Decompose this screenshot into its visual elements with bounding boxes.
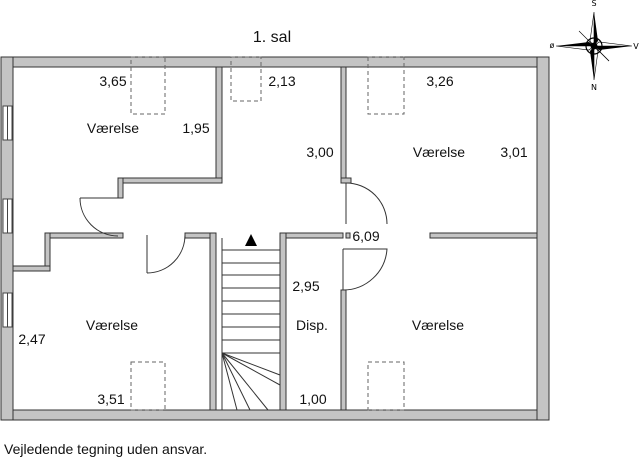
dimension-stair-side: 2,95 (292, 278, 319, 294)
dimension-top-right-c: 3,00 (306, 144, 333, 160)
compass-label-v: V (633, 42, 639, 51)
skylights (130, 56, 405, 411)
dimension-bottom-left-a: 2,47 (18, 331, 45, 347)
compass-label-o: ø (550, 41, 555, 50)
dimension-top-left-b: 1,95 (182, 120, 209, 136)
dimension-top-right-a: 3,26 (426, 73, 453, 89)
room-name-bottom-left: Værelse (86, 317, 138, 333)
compass-label-n: N (591, 83, 597, 92)
compass-label-s: S (591, 0, 596, 8)
staircase (221, 238, 281, 411)
floor-title: 1. sal (253, 29, 291, 46)
room-name-bottom-right: Værelse (412, 317, 464, 333)
dimension-top-mid: 2,13 (268, 73, 295, 89)
room-name-disp: Disp. (296, 317, 328, 333)
interior-walls (12, 66, 538, 411)
dimension-disp: 1,00 (299, 391, 326, 407)
door-swings (79, 182, 388, 291)
dimension-top-right-b: 3,01 (500, 144, 527, 160)
dimension-hall: 6,09 (352, 228, 379, 244)
room-name-top-left: Værelse (87, 120, 139, 136)
room-name-top-right: Værelse (413, 144, 465, 160)
windows-left (2, 105, 13, 328)
dimension-bottom-left-b: 3,51 (97, 391, 124, 407)
disclaimer-text: Vejledende tegning uden ansvar. (4, 441, 208, 457)
compass-rose: S N V ø (550, 0, 640, 92)
stair-direction-arrow (245, 234, 257, 246)
dimension-top-left-a: 3,65 (99, 73, 126, 89)
outer-walls (0, 56, 550, 421)
